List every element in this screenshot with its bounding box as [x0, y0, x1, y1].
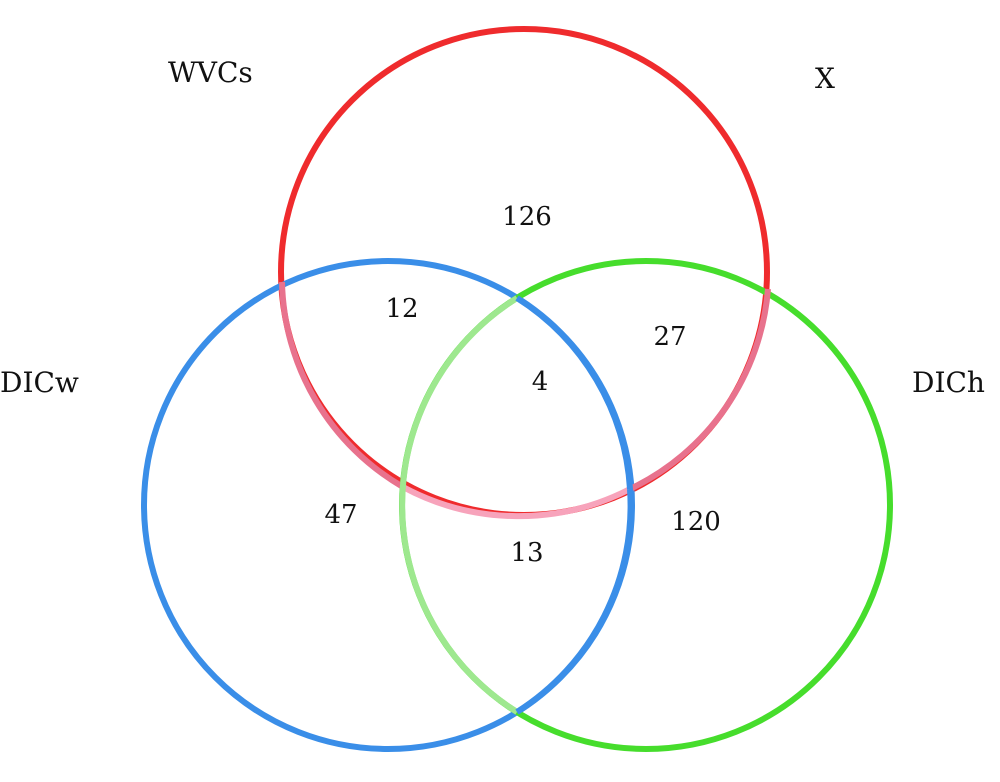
- count-top-only: 126: [502, 202, 552, 232]
- top-circle-arc-in-both: [401, 484, 632, 520]
- count-left-only: 47: [324, 500, 357, 530]
- count-left-right: 13: [510, 538, 543, 568]
- count-top-right: 27: [653, 322, 686, 352]
- left-circle-arc-in-right: [515, 488, 634, 715]
- right-circle-arc-in-left: [399, 295, 519, 715]
- top-circle-arc-in-left: [279, 281, 405, 490]
- left-circle-arc-in-top: [515, 295, 633, 490]
- top-circle-arc-in-right: [628, 288, 771, 492]
- count-center: 4: [532, 367, 549, 397]
- count-right-only: 120: [671, 507, 721, 537]
- set-label-dicw: DICw: [0, 366, 79, 399]
- count-top-left: 12: [385, 294, 418, 324]
- set-label-x: X: [815, 62, 835, 95]
- set-label-dich: DICh: [912, 366, 985, 399]
- set-label-wvcs: WVCs: [168, 56, 253, 89]
